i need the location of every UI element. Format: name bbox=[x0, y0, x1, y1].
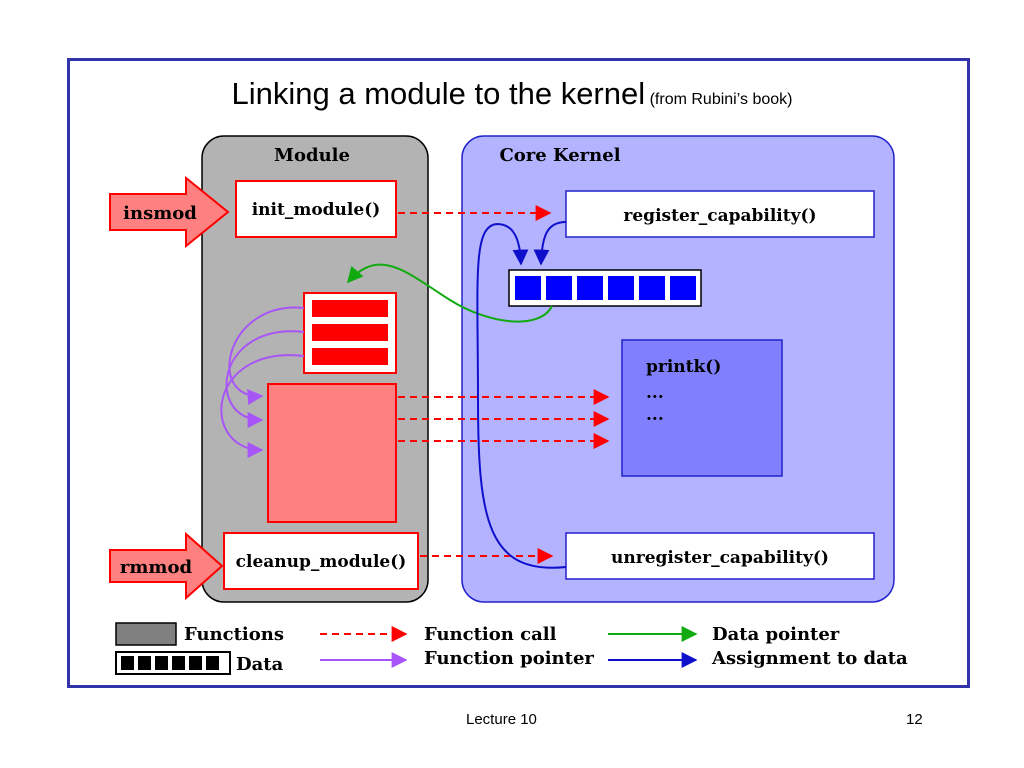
legend-data-pointer-label: Data pointer bbox=[712, 624, 840, 645]
function-pointer-arrow bbox=[225, 330, 305, 428]
module-functions-box bbox=[267, 383, 397, 523]
printk-line-1: printk() bbox=[646, 357, 721, 377]
printk-line-2: ... bbox=[646, 383, 664, 403]
function-pointer-slot bbox=[312, 324, 388, 341]
data-cell bbox=[670, 276, 696, 300]
legend-data-label: Data bbox=[236, 654, 284, 675]
data-cell bbox=[608, 276, 634, 300]
function-pointer-arrow bbox=[220, 354, 305, 458]
printk-line-3: ... bbox=[646, 405, 664, 425]
insmod-arrow bbox=[109, 175, 230, 249]
unregister-capability-box bbox=[565, 532, 875, 580]
legend-function-call-label: Function call bbox=[424, 624, 557, 645]
assignment-arrow-register bbox=[533, 221, 567, 266]
data-cell bbox=[546, 276, 572, 300]
function-pointer-slot bbox=[312, 300, 388, 317]
data-cell bbox=[577, 276, 603, 300]
slide-title: Linking a module to the kernel (from Rub… bbox=[0, 76, 1024, 112]
footer-lecture: Lecture 10 bbox=[466, 711, 537, 728]
init-module-label: init_module() bbox=[252, 200, 381, 220]
legend-data-cell bbox=[172, 656, 185, 670]
register-capability-box bbox=[565, 190, 875, 238]
slide-frame bbox=[67, 58, 970, 688]
function-pointer-slot bbox=[312, 348, 388, 365]
legend-data-cell bbox=[206, 656, 219, 670]
insmod-label: insmod bbox=[123, 203, 197, 224]
legend-functions-label: Functions bbox=[184, 624, 284, 645]
data-cell bbox=[515, 276, 541, 300]
unregister-capability-label: unregister_capability() bbox=[611, 548, 829, 568]
data-pointer-arrow bbox=[346, 263, 553, 323]
module-label: Module bbox=[274, 145, 350, 166]
init-module-box bbox=[235, 180, 397, 238]
title-subtitle: (from Rubini’s book) bbox=[649, 91, 793, 108]
legend-function-pointer-label: Function pointer bbox=[424, 648, 594, 669]
legend-data-cell bbox=[121, 656, 134, 670]
rmmod-label: rmmod bbox=[120, 557, 193, 578]
printk-box bbox=[621, 339, 783, 477]
cleanup-module-box bbox=[223, 532, 419, 590]
legend-assignment-label: Assignment to data bbox=[711, 648, 908, 669]
assignment-arrow-unregister bbox=[476, 222, 567, 569]
legend-data-cell bbox=[189, 656, 202, 670]
register-capability-label: register_capability() bbox=[623, 206, 816, 226]
data-cell bbox=[639, 276, 665, 300]
title-main: Linking a module to the kernel bbox=[231, 76, 646, 111]
page-number: 12 bbox=[906, 711, 923, 728]
rmmod-arrow bbox=[109, 531, 224, 601]
function-pointer-arrow bbox=[228, 306, 305, 405]
legend-data-cell bbox=[138, 656, 151, 670]
legend-functions-swatch bbox=[115, 622, 177, 646]
legend-data-cell bbox=[155, 656, 168, 670]
kernel-label: Core Kernel bbox=[499, 145, 620, 166]
cleanup-module-label: cleanup_module() bbox=[236, 552, 407, 572]
